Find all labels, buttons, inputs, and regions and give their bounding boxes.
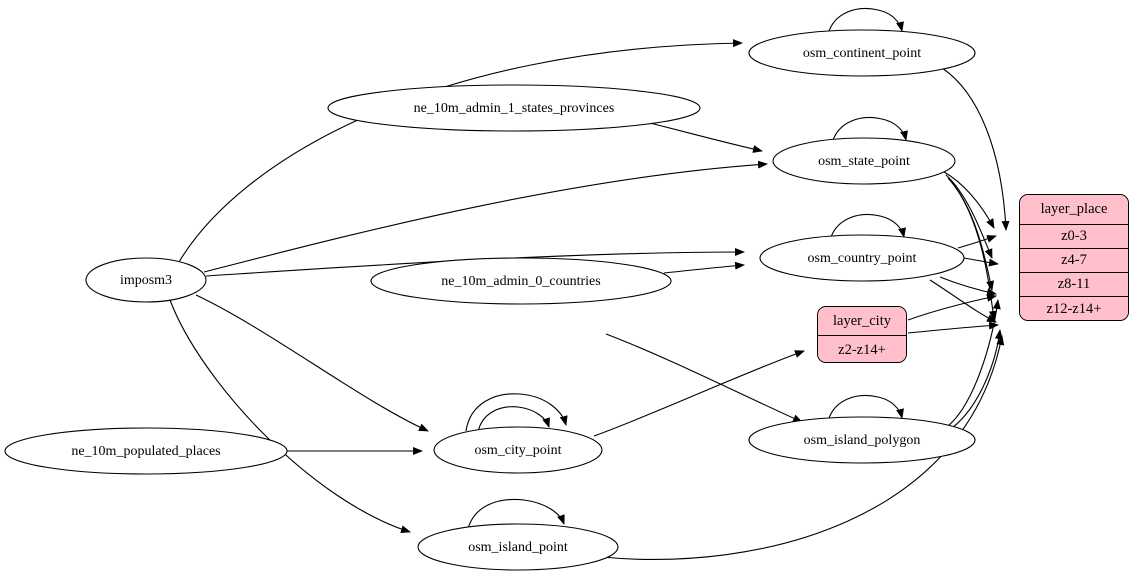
node-shape-ellipse xyxy=(759,234,965,282)
node-osm_state_point[interactable]: osm_state_point xyxy=(772,137,956,185)
edge-group-natural-earth xyxy=(287,121,763,455)
record-row-layer_place-z8-11[interactable]: z8-11 xyxy=(1020,273,1128,297)
node-imposm3[interactable]: imposm3 xyxy=(85,257,207,303)
node-label-imposm3: imposm3 xyxy=(120,273,172,288)
node-shape-ellipse xyxy=(748,416,976,464)
edge-ne_10m_admin_0_countries-to-osm_country_point xyxy=(663,261,745,274)
node-ne_10m_admin_1_states_provinces[interactable]: ne_10m_admin_1_states_provinces xyxy=(327,84,701,132)
edge-osm_island_polygon-self-loop xyxy=(827,395,904,422)
edge-osm_island_point-self-loop xyxy=(467,498,565,530)
node-shape-ellipse xyxy=(772,137,956,185)
edge-group-self-loops xyxy=(465,8,908,530)
edge-layer_city-to-layer_place_z8_11 xyxy=(907,293,997,321)
edge-osm_city_point-self-loop-outer xyxy=(465,393,568,432)
edge-osm_country_point-self-loop xyxy=(829,214,906,241)
edge-layer_city-to-layer_place_z12 xyxy=(907,321,999,334)
edge-imposm3-to-osm_state_point xyxy=(203,160,768,273)
node-shape-ellipse xyxy=(327,84,701,132)
node-osm_island_polygon[interactable]: osm_island_polygon xyxy=(748,416,976,464)
node-label-osm_state_point: osm_state_point xyxy=(818,154,910,169)
edge-imposm3-to-osm_city_point xyxy=(195,294,429,432)
node-layer_city[interactable]: layer_city z2-z14+ xyxy=(817,306,907,363)
node-osm_city_point[interactable]: osm_city_point xyxy=(433,426,603,474)
node-label-osm_island_point: osm_island_point xyxy=(468,540,568,555)
edge-group-cross-links xyxy=(593,333,805,437)
edge-osm_country_point-to-layer_place_z0_3 xyxy=(957,235,997,249)
edge-osm_country_point-to-layer_place_z8_11 xyxy=(939,276,997,296)
record-row-layer_place-title: layer_place xyxy=(1020,195,1128,225)
node-label-ne_10m_populated_places: ne_10m_populated_places xyxy=(71,444,220,459)
edge-osm_continent_point-self-loop xyxy=(827,8,904,35)
node-shape-ellipse xyxy=(370,257,672,305)
edge-osm_country_point-to-layer_place_z12 xyxy=(929,279,997,323)
node-label-osm_country_point: osm_country_point xyxy=(808,251,917,266)
edge-osm_city_point-to-layer_city_z2 xyxy=(593,350,805,437)
node-osm_country_point[interactable]: osm_country_point xyxy=(759,234,965,282)
node-ne_10m_admin_0_countries[interactable]: ne_10m_admin_0_countries xyxy=(370,257,672,305)
node-label-ne_10m_admin_0_countries: ne_10m_admin_0_countries xyxy=(441,274,600,289)
edge-osm_island_polygon-to-layer_place_z8_11 xyxy=(947,299,1001,427)
record-row-layer_place-z4-7[interactable]: z4-7 xyxy=(1020,249,1128,273)
node-shape-ellipse xyxy=(748,29,976,77)
record-row-layer_city-title: layer_city xyxy=(818,307,906,336)
edge-osm_state_point-to-layer_place_z4_7 xyxy=(945,174,993,259)
edge-ne_10m_admin_1_states_provinces-to-osm_state_point xyxy=(645,121,763,153)
node-label-osm_island_polygon: osm_island_polygon xyxy=(804,433,921,448)
edge-osm_continent_point-to-layer_place_z0_3 xyxy=(941,67,1010,231)
edge-osm_state_point-self-loop xyxy=(831,117,908,144)
record-row-layer_place-z12-z14[interactable]: z12-z14+ xyxy=(1020,297,1128,320)
edge-osm_state_point-to-layer_place_z12 xyxy=(949,179,997,321)
edge-osm_island_point-to-layer_place_z12 xyxy=(601,335,1005,560)
edge-osm_state_point-to-layer_place_z0_3 xyxy=(943,171,995,229)
node-shape-ellipse xyxy=(417,523,619,571)
edge-osm_city_point-self-loop-inner xyxy=(477,406,550,433)
node-label-ne_10m_admin_1_states_provinces: ne_10m_admin_1_states_provinces xyxy=(414,101,615,116)
node-layer_place[interactable]: layer_place z0-3 z4-7 z8-11 z12-z14+ xyxy=(1019,194,1129,321)
node-label-osm_continent_point: osm_continent_point xyxy=(803,46,921,61)
edge-group-to-layer_place xyxy=(601,67,1010,560)
node-ne_10m_populated_places[interactable]: ne_10m_populated_places xyxy=(4,427,288,475)
node-osm_island_point[interactable]: osm_island_point xyxy=(417,523,619,571)
record-row-layer_city-z2-z14[interactable]: z2-z14+ xyxy=(818,336,906,362)
record-row-layer_place-z0-3[interactable]: z0-3 xyxy=(1020,225,1128,249)
node-shape-ellipse xyxy=(4,427,288,475)
node-shape-ellipse xyxy=(85,257,207,303)
node-shape-ellipse xyxy=(433,426,603,474)
edge-osm_state_point-to-osm_island_polygon xyxy=(605,333,803,423)
node-label-osm_city_point: osm_city_point xyxy=(474,443,561,458)
edge-imposm3-to-osm_island_point xyxy=(169,299,411,534)
node-osm_continent_point[interactable]: osm_continent_point xyxy=(748,29,976,77)
edge-osm_country_point-to-layer_place_z4_7 xyxy=(963,257,999,267)
